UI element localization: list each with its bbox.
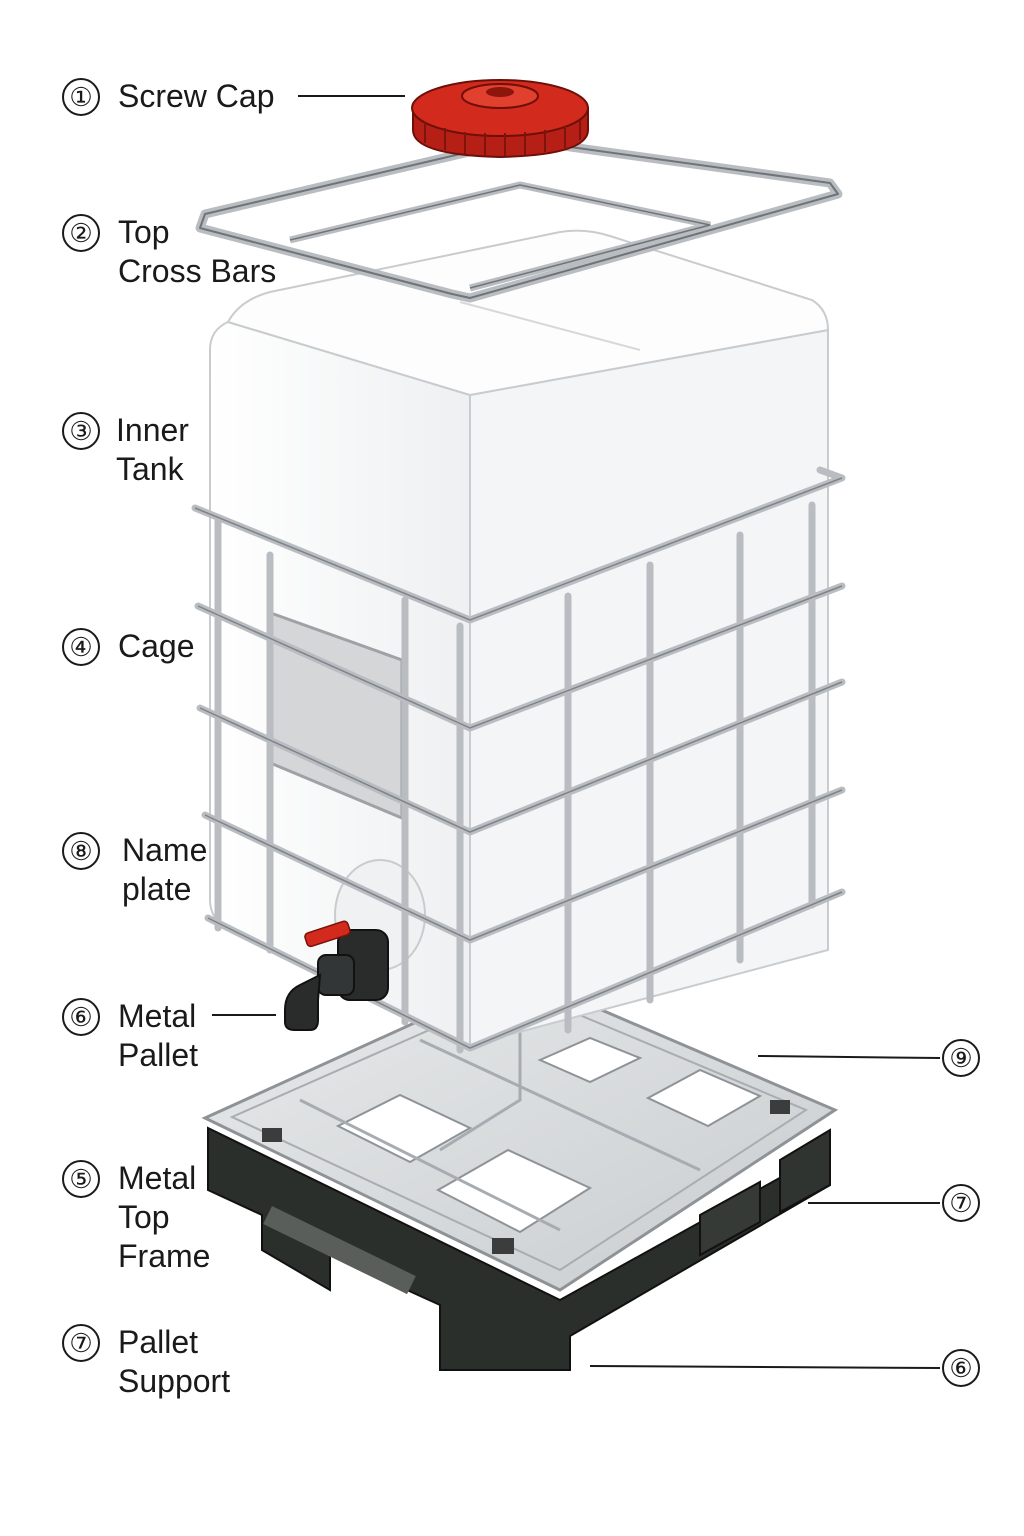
callout-right-9: ⑨ [942, 1039, 980, 1077]
callout-label: Support [118, 1362, 230, 1401]
callout-name-plate: ⑧ Name plate [62, 832, 207, 909]
callout-label: Pallet [118, 1323, 230, 1362]
callout-label: Metal [118, 1159, 210, 1198]
callout-label: Top [118, 213, 276, 252]
callout-label: Screw Cap [118, 77, 275, 116]
callout-inner-tank: ③ Inner Tank [62, 412, 189, 489]
callout-metal-top-frame: ⑤ Metal Top Frame [62, 1160, 210, 1276]
top-cross-bars [200, 140, 838, 298]
callout-label: Metal [118, 997, 198, 1036]
callout-label: Inner [116, 411, 189, 450]
callout-right-7: ⑦ [942, 1184, 980, 1222]
callout-number: ① [62, 78, 100, 116]
callout-metal-pallet: ⑥ Metal Pallet [62, 998, 198, 1075]
callout-number: ② [62, 214, 100, 252]
callout-number: ⑤ [62, 1160, 100, 1198]
callout-label: Pallet [118, 1036, 198, 1075]
callout-screw-cap: ① Screw Cap [62, 78, 275, 116]
callout-label: Cross Bars [118, 252, 276, 291]
callout-number: ⑧ [62, 832, 100, 870]
leader-right-6 [590, 1366, 940, 1368]
callout-number: ③ [62, 412, 100, 450]
screw-cap [412, 80, 588, 157]
callout-label: plate [122, 870, 207, 909]
callout-number: ④ [62, 628, 100, 666]
callout-label: Frame [118, 1237, 210, 1276]
callout-number: ⑦ [62, 1324, 100, 1362]
callout-right-6: ⑥ [942, 1349, 980, 1387]
metal-pallet [205, 975, 835, 1370]
callout-label: Top [118, 1198, 210, 1237]
callout-label: Tank [116, 450, 189, 489]
leader-right-9 [758, 1056, 940, 1058]
callout-top-cross-bars: ② Top Cross Bars [62, 214, 276, 291]
callout-pallet-support: ⑦ Pallet Support [62, 1324, 230, 1401]
callout-label: Cage [118, 627, 195, 666]
callout-label: Name [122, 831, 207, 870]
callout-cage: ④ Cage [62, 628, 195, 666]
callout-number: ⑥ [62, 998, 100, 1036]
